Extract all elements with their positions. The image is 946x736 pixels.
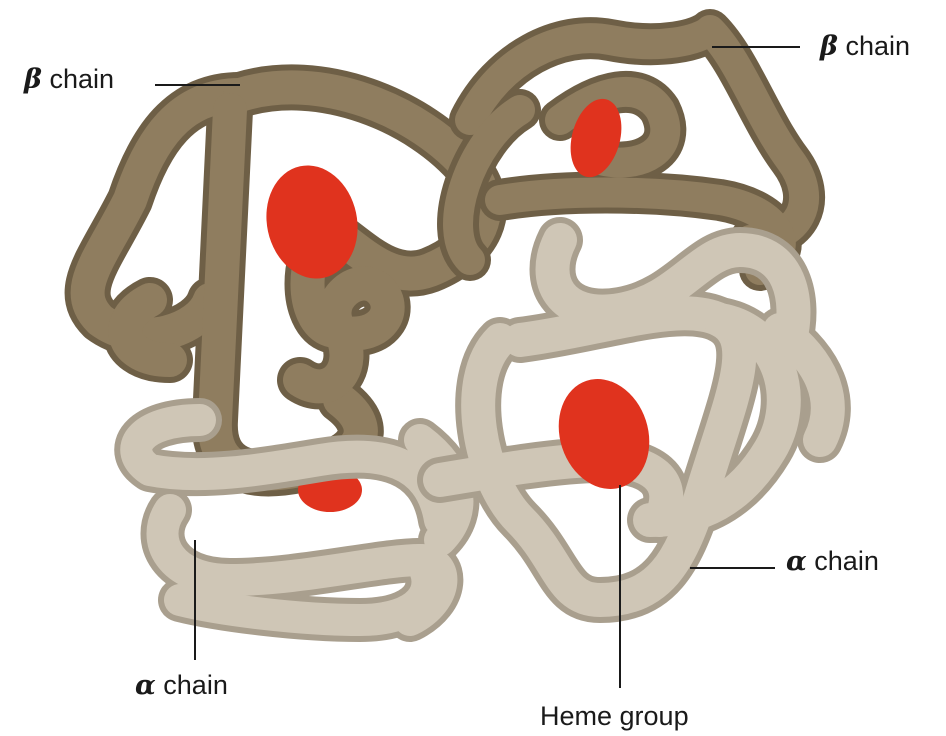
- label-text: chain: [807, 546, 879, 576]
- label-text: Heme group: [540, 701, 689, 731]
- beta-symbol: β: [24, 64, 42, 95]
- label-heme-group: Heme group: [540, 703, 689, 730]
- label-alpha-chain-left: α chain: [135, 672, 228, 699]
- label-alpha-chain-right: α chain: [786, 548, 879, 575]
- label-text: chain: [156, 670, 228, 700]
- alpha-chain-left: [136, 420, 457, 620]
- label-beta-chain-left: β chain: [24, 66, 114, 93]
- label-text: chain: [42, 64, 114, 94]
- alpha-symbol: α: [786, 546, 807, 577]
- beta-symbol: β: [820, 31, 838, 62]
- label-text: chain: [838, 31, 910, 61]
- label-beta-chain-right: β chain: [820, 33, 910, 60]
- alpha-symbol: α: [135, 670, 156, 701]
